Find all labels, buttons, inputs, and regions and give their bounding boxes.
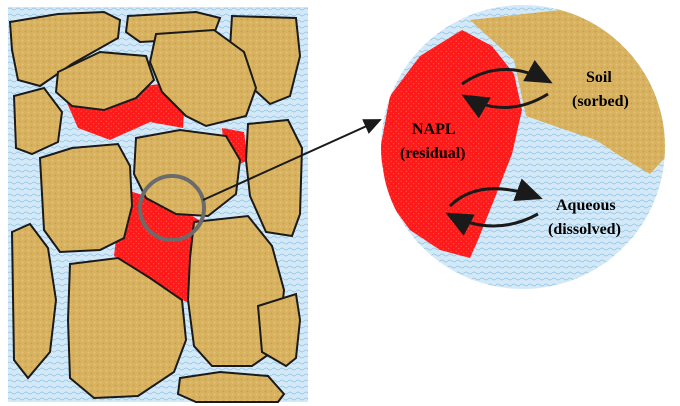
porous-medium-panel	[8, 7, 308, 402]
soil-grain	[178, 372, 284, 402]
soil-grain	[40, 144, 132, 252]
napl-label: NAPL	[412, 121, 456, 138]
soil-sublabel: (sorbed)	[572, 93, 629, 110]
zoom-view: NAPL (residual) Soil (sorbed) Aqueous (d…	[380, 4, 672, 294]
soil-label: Soil	[586, 69, 612, 86]
aqueous-label: Aqueous	[556, 197, 616, 214]
aqueous-sublabel: (dissolved)	[548, 221, 621, 238]
napl-sublabel: (residual)	[400, 145, 465, 162]
